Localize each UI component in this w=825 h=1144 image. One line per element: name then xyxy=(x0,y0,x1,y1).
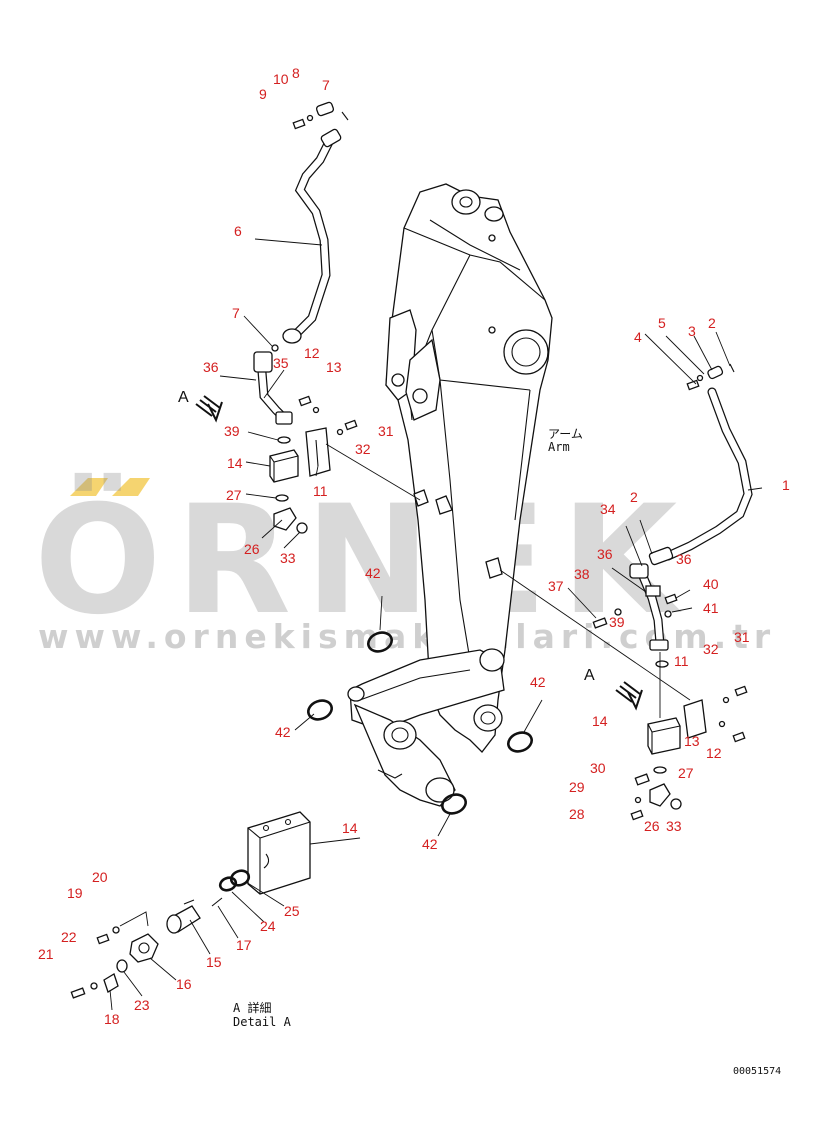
callout-18: 18 xyxy=(104,1011,120,1027)
callout-42-c: 42 xyxy=(530,674,546,690)
callout-13-right: 13 xyxy=(684,733,700,749)
arm-label-en: Arm xyxy=(548,440,570,454)
callout-23: 23 xyxy=(134,997,150,1013)
callout-3: 3 xyxy=(688,323,696,339)
callout-13-left: 13 xyxy=(326,359,342,375)
callout-36-mid: 36 xyxy=(597,546,613,562)
orings-42 xyxy=(307,631,533,815)
callout-2-right: 2 xyxy=(708,315,716,331)
callout-22: 22 xyxy=(61,929,77,945)
callout-numbers: 1 2 2 3 4 5 6 7 7 8 9 10 11 11 12 12 13 … xyxy=(38,65,790,1027)
view-arrow-right xyxy=(615,681,643,711)
callout-16: 16 xyxy=(176,976,192,992)
detail-label-en: Detail A xyxy=(233,1015,292,1029)
leader-lines xyxy=(109,238,763,1011)
callout-35: 35 xyxy=(273,355,289,371)
drawing-code: 00051574 xyxy=(733,1066,781,1077)
callout-33-right: 33 xyxy=(666,818,682,834)
callout-40: 40 xyxy=(703,576,719,592)
callout-37: 37 xyxy=(548,578,564,594)
watermark-brand: ÖRNEK xyxy=(34,472,691,648)
right-pipe-assembly xyxy=(499,563,748,821)
callout-26-left: 26 xyxy=(244,541,260,557)
callout-10: 10 xyxy=(273,71,289,87)
labels: アーム Arm A A A 詳細 Detail A 00051574 xyxy=(178,389,781,1077)
callout-14-right: 14 xyxy=(592,713,608,729)
callout-26-right: 26 xyxy=(644,818,660,834)
callout-28: 28 xyxy=(569,806,585,822)
left-pipe-assembly xyxy=(253,351,421,534)
callout-33-left: 33 xyxy=(280,550,296,566)
callout-5: 5 xyxy=(658,315,666,331)
callout-11-left: 11 xyxy=(313,483,328,499)
callout-17: 17 xyxy=(236,937,252,953)
callout-14-detail: 14 xyxy=(342,820,358,836)
callout-6: 6 xyxy=(234,223,242,239)
callout-36-left: 36 xyxy=(203,359,219,375)
callout-27-left: 27 xyxy=(226,487,242,503)
callout-42-b: 42 xyxy=(275,724,291,740)
view-arrow-left xyxy=(195,395,223,423)
callout-41: 41 xyxy=(703,600,719,616)
callout-9: 9 xyxy=(259,86,267,102)
callout-31-right: 31 xyxy=(734,629,750,645)
callout-24: 24 xyxy=(260,918,276,934)
hose-1 xyxy=(648,363,753,566)
callout-29: 29 xyxy=(569,779,585,795)
callout-11-right: 11 xyxy=(674,653,689,669)
watermark: ÖRNEK www.ornekismakinalari.com.tr xyxy=(34,472,776,656)
callout-7-mid: 7 xyxy=(232,305,240,321)
callout-32-right: 32 xyxy=(703,641,719,657)
callout-38: 38 xyxy=(574,566,590,582)
hose-6 xyxy=(271,101,349,352)
callout-42-d: 42 xyxy=(422,836,438,852)
callout-32-left: 32 xyxy=(355,441,371,457)
callout-19: 19 xyxy=(67,885,83,901)
callout-1: 1 xyxy=(782,477,790,493)
callout-2-mid: 2 xyxy=(630,489,638,505)
callout-20: 20 xyxy=(92,869,108,885)
watermark-accent-right xyxy=(112,478,150,496)
arm-body xyxy=(347,183,553,807)
callout-25: 25 xyxy=(284,903,300,919)
callout-31-left: 31 xyxy=(378,423,394,439)
watermark-url: www.ornekismakinalari.com.tr xyxy=(38,617,776,656)
callout-34: 34 xyxy=(600,501,616,517)
callout-21: 21 xyxy=(38,946,54,962)
callout-39-right: 39 xyxy=(609,614,625,630)
callout-27-right: 27 xyxy=(678,765,694,781)
arm-label-jp: アーム xyxy=(548,427,583,441)
view-marker-right: A xyxy=(584,667,595,684)
callout-30: 30 xyxy=(590,760,606,776)
detail-a xyxy=(70,811,311,999)
detail-label-jp: A 詳細 xyxy=(233,1000,271,1015)
callout-7-top: 7 xyxy=(322,77,330,93)
view-marker-left: A xyxy=(178,389,189,406)
callout-36-right: 36 xyxy=(676,551,692,567)
callout-14-left: 14 xyxy=(227,455,243,471)
callout-8: 8 xyxy=(292,65,300,81)
callout-15: 15 xyxy=(206,954,222,970)
callout-39-left: 39 xyxy=(224,423,240,439)
watermark-accent-left xyxy=(70,478,108,496)
callout-4: 4 xyxy=(634,329,642,345)
callout-12-right: 12 xyxy=(706,745,722,761)
callout-42-a: 42 xyxy=(365,565,381,581)
callout-12-left: 12 xyxy=(304,345,320,361)
